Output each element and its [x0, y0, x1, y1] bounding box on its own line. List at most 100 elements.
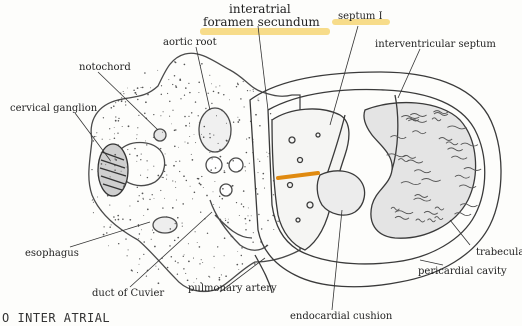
stipple-dot [241, 203, 242, 204]
label-interatrial-foramen-line1: interatrial [229, 3, 291, 15]
endocardial-cushion-structure [317, 171, 364, 215]
stipple-dot [137, 187, 138, 188]
stipple-dot [106, 232, 107, 233]
stipple-dot [193, 258, 194, 259]
stipple-dot [103, 226, 104, 227]
stipple-dot [184, 254, 185, 255]
stipple-dot [115, 219, 116, 220]
stipple-dot [250, 90, 251, 91]
stipple-dot [227, 162, 229, 164]
stipple-dot [127, 88, 128, 89]
stipple-dot [198, 178, 200, 180]
stipple-dot [244, 166, 245, 167]
stipple-dot [222, 188, 224, 190]
stipple-dot [263, 173, 265, 175]
highlight-foramen-secundum [200, 28, 330, 35]
stipple-dot [189, 123, 190, 124]
stipple-dot [128, 249, 129, 250]
stipple-dot [172, 84, 173, 85]
stipple-dot [257, 159, 258, 160]
stipple-dot [194, 134, 195, 135]
stipple-dot [121, 100, 122, 101]
stipple-dot [154, 246, 156, 248]
stipple-dot [136, 138, 137, 139]
stipple-dot [224, 255, 225, 256]
stipple-dot [199, 183, 201, 185]
stipple-dot [199, 263, 200, 264]
stipple-dot [176, 199, 177, 200]
stipple-dot [261, 228, 262, 229]
stipple-dot [184, 64, 186, 66]
stipple-dot [118, 120, 120, 122]
stipple-dot [169, 101, 170, 102]
stipple-dot [196, 278, 197, 279]
stipple-dot [172, 207, 174, 209]
stipple-dot [137, 272, 138, 273]
stipple-dot [175, 181, 176, 182]
stipple-dot [201, 259, 202, 260]
stipple-dot [245, 170, 246, 171]
stipple-dot [109, 205, 110, 206]
stipple-dot [118, 144, 119, 145]
stipple-dot [254, 263, 256, 265]
stipple-dot [127, 166, 129, 168]
stipple-dot [248, 137, 250, 139]
stipple-dot [118, 100, 120, 102]
stipple-dot [243, 81, 244, 82]
stipple-dot [164, 171, 165, 172]
stipple-dot [96, 132, 97, 133]
label-trabeculae: trabeculae [476, 248, 522, 258]
stipple-dot [198, 82, 200, 84]
label-interatrial-foramen-line2: foramen secundum [203, 16, 320, 28]
stipple-dot [103, 234, 105, 236]
stipple-dot [137, 99, 138, 100]
stipple-dot [225, 220, 226, 221]
stipple-dot [243, 206, 244, 207]
stipple-dot [127, 149, 128, 150]
stipple-dot [219, 196, 220, 197]
stipple-dot [138, 238, 139, 239]
stipple-dot [179, 79, 181, 81]
stipple-dot [114, 137, 116, 139]
label-pericardial-cavity: pericardial cavity [418, 267, 507, 277]
stipple-dot [91, 169, 92, 170]
stipple-dot [155, 266, 156, 267]
stipple-dot [186, 180, 187, 181]
stipple-dot [109, 128, 110, 129]
stipple-dot [137, 200, 139, 202]
stipple-dot [140, 175, 141, 176]
stipple-dot [163, 111, 164, 112]
stipple-dot [237, 84, 239, 86]
stipple-dot [174, 75, 176, 77]
stipple-dot [195, 231, 196, 232]
stipple-dot [129, 205, 130, 206]
stipple-dot [270, 113, 271, 114]
stipple-dot [172, 110, 173, 111]
stipple-dot [255, 114, 257, 116]
stipple-dot [175, 85, 176, 86]
stipple-dot [113, 216, 115, 218]
stipple-dot [167, 267, 169, 269]
stipple-dot [117, 215, 119, 217]
stipple-dot [95, 136, 96, 137]
stipple-dot [264, 188, 265, 189]
stipple-dot [182, 226, 183, 227]
stipple-dot [227, 222, 229, 224]
stipple-dot [101, 163, 103, 165]
stipple-dot [123, 188, 124, 189]
stipple-dot [199, 246, 201, 248]
stipple-dot [183, 268, 184, 269]
stipple-dot [253, 91, 254, 92]
label-notochord: notochord [79, 63, 131, 73]
stipple-dot [239, 119, 241, 121]
stipple-dot [200, 212, 201, 213]
stipple-dot [244, 218, 246, 220]
stipple-dot [194, 192, 196, 194]
stipple-dot [251, 215, 252, 216]
stipple-dot [160, 148, 161, 149]
stipple-dot [245, 223, 246, 224]
stipple-dot [191, 154, 192, 155]
stipple-dot [123, 185, 124, 186]
stipple-dot [158, 282, 160, 284]
stipple-dot [187, 279, 189, 281]
